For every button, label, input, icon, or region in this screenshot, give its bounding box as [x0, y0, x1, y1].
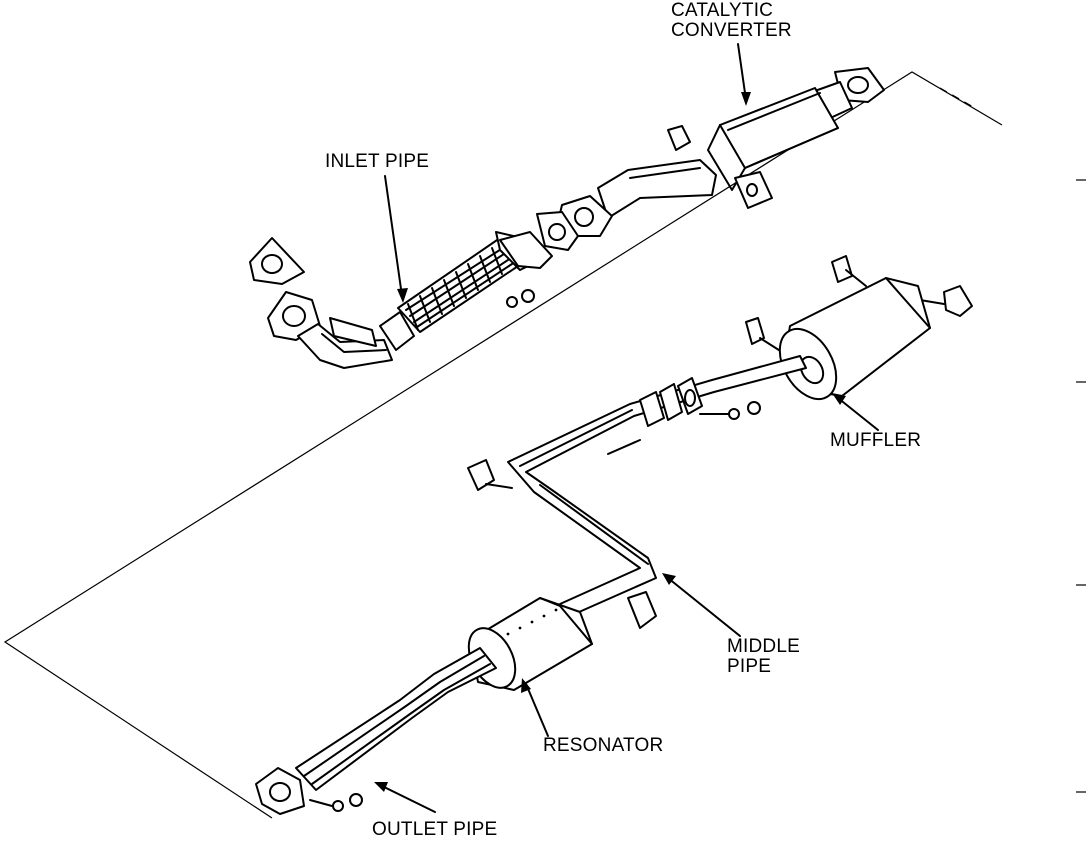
- outlet-pipe-label: OUTLET PIPE: [372, 819, 498, 840]
- catalytic-converter: [667, 67, 885, 209]
- margin-ticks: [1076, 179, 1086, 793]
- muffler-label: MUFFLER: [830, 430, 922, 451]
- resonator: [467, 597, 593, 691]
- middle-pipe-label-line1: MIDDLE: [727, 636, 800, 657]
- muffler: [745, 255, 973, 401]
- front-pipe: [536, 159, 717, 251]
- floor-plane: [3, 71, 1003, 819]
- middle-pipe-label-line2: PIPE: [727, 656, 772, 677]
- catalytic-converter-label-line1: CATALYTIC: [671, 0, 774, 21]
- inlet-pipe-label: INLET PIPE: [325, 151, 430, 172]
- outlet-pipe: [255, 647, 497, 815]
- leader-arrows: [374, 43, 879, 813]
- middle-pipe: [467, 355, 807, 629]
- inlet-pipe: [249, 231, 553, 369]
- catalytic-converter-label-line2: CONVERTER: [671, 20, 792, 41]
- resonator-label: RESONATOR: [543, 735, 664, 756]
